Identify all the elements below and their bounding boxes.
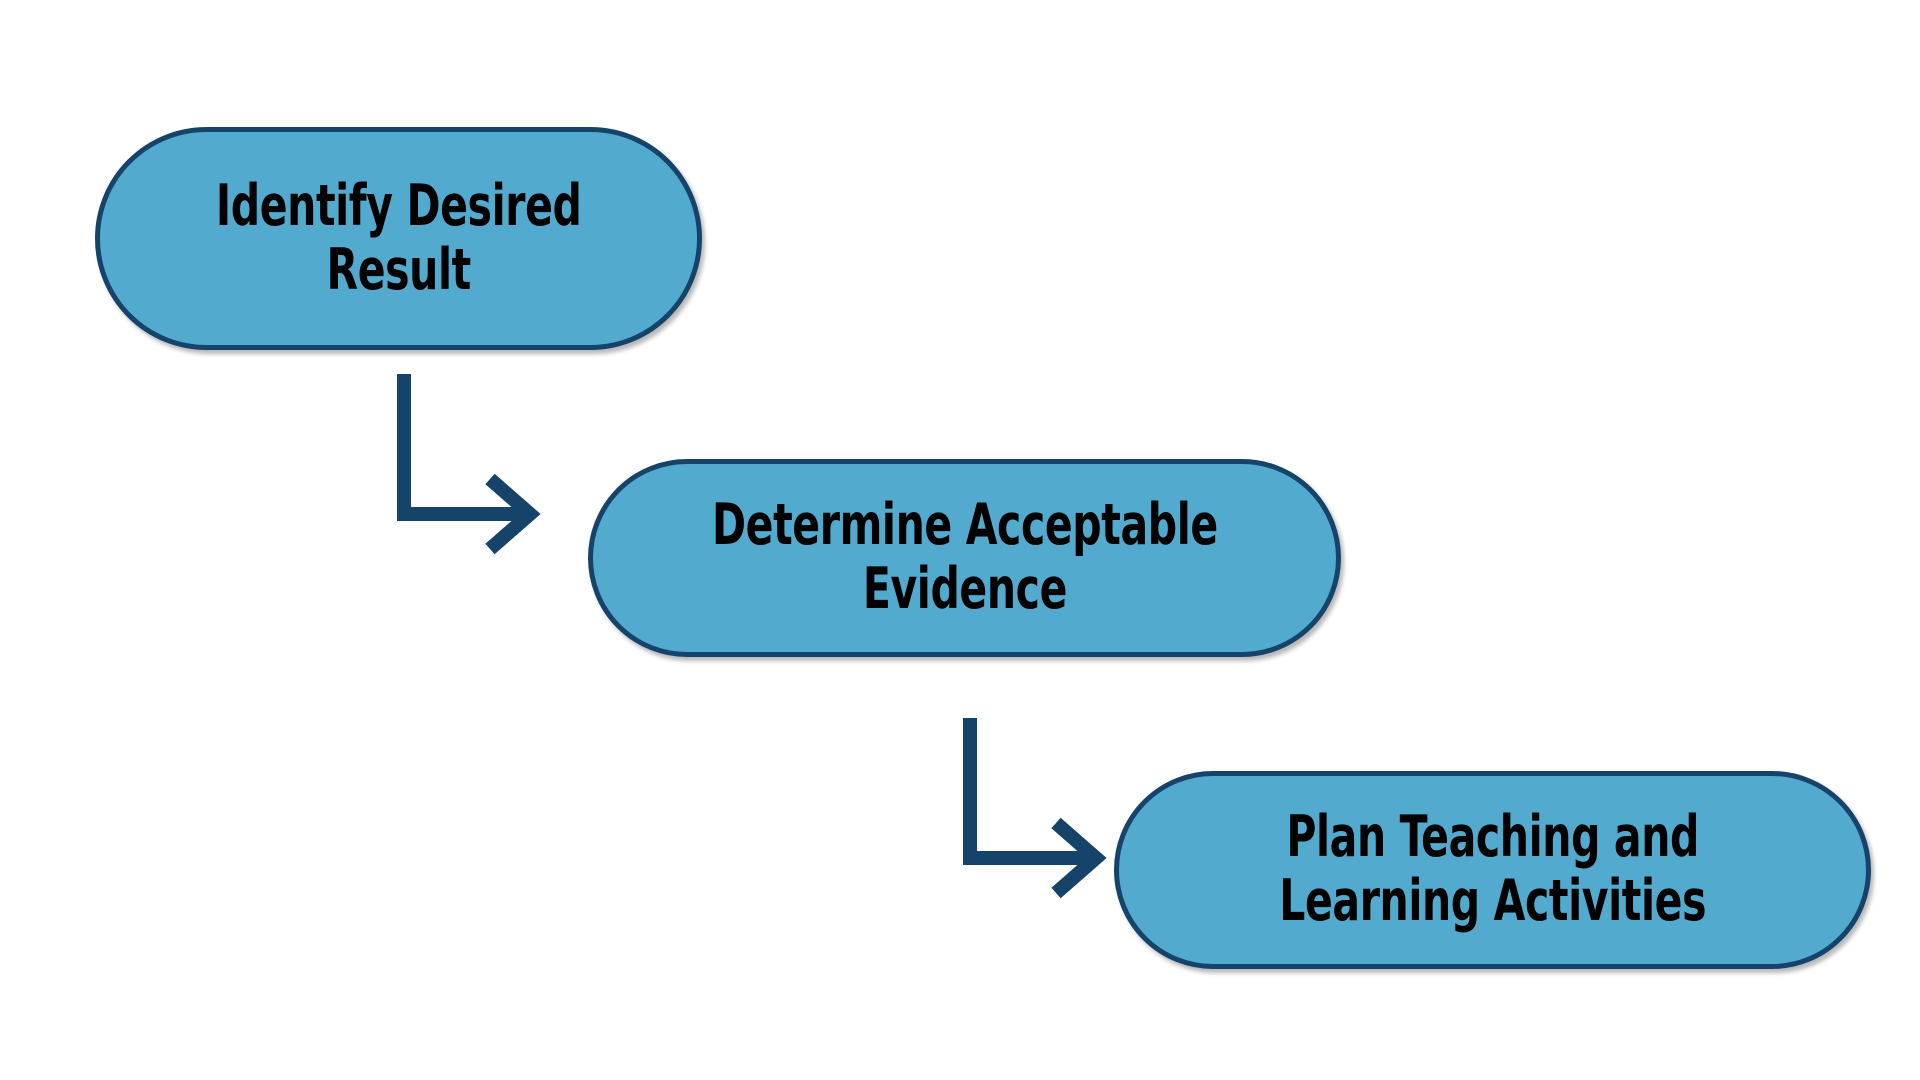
flow-node-label: Plan Teaching and Learning Activities (1279, 804, 1706, 934)
arrow-right-icon (485, 473, 541, 555)
connector-elbow-line (397, 374, 525, 521)
connector-determine-to-plan (963, 718, 1107, 899)
flow-node-plan-teaching-and-learning-activities[interactable]: Plan Teaching and Learning Activities (1114, 771, 1871, 969)
flow-node-determine-acceptable-evidence[interactable]: Determine Acceptable Evidence (588, 459, 1341, 657)
connector-elbow-line (963, 718, 1091, 865)
flow-node-label: Determine Acceptable Evidence (711, 492, 1218, 622)
arrow-right-icon (1051, 817, 1107, 899)
flow-node-label: Identify Desired Result (215, 172, 582, 303)
connector-identify-to-determine (397, 374, 541, 555)
flow-node-identify-desired-result[interactable]: Identify Desired Result (95, 127, 702, 350)
